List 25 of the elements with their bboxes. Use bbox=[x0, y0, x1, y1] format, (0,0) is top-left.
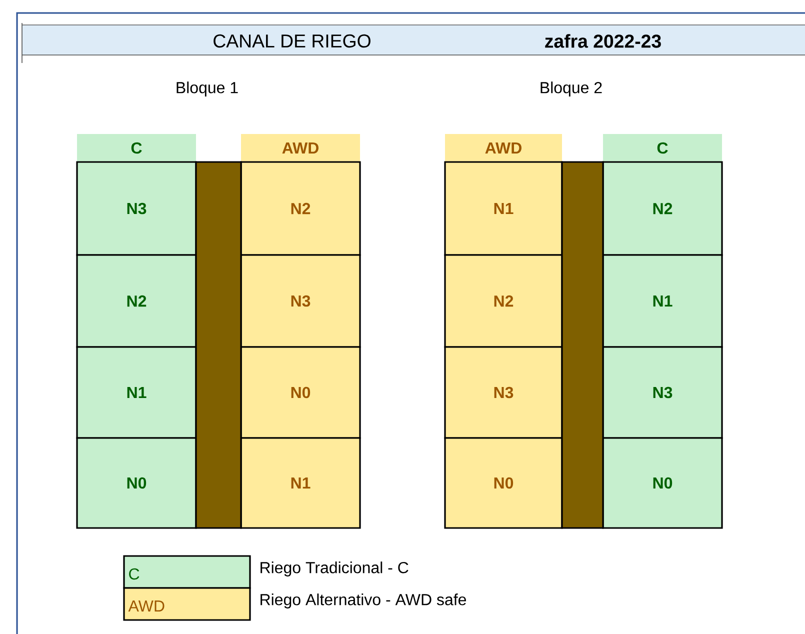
plot-cell: N1 bbox=[76, 346, 197, 439]
channel-bar bbox=[561, 161, 604, 529]
plot-cell: N2 bbox=[444, 254, 563, 348]
swatch-label: C bbox=[129, 568, 140, 580]
column-header: C bbox=[603, 134, 722, 162]
block-title: Bloque 2 bbox=[540, 82, 602, 96]
plot-cell: N0 bbox=[602, 437, 723, 529]
plot-cell: N3 bbox=[240, 254, 361, 348]
column-header: C bbox=[77, 134, 196, 162]
column-header: AWD bbox=[445, 134, 562, 162]
plot-cell: N0 bbox=[444, 437, 563, 529]
column-header: AWD bbox=[241, 134, 360, 162]
plot-cell: N3 bbox=[444, 346, 563, 439]
block-title: Bloque 1 bbox=[176, 82, 238, 96]
plot-cell: N0 bbox=[240, 346, 361, 439]
channel-bar bbox=[195, 161, 242, 529]
title-band: CANAL DE RIEGO zafra 2022-23 bbox=[22, 22, 805, 64]
plot-cell: N1 bbox=[602, 254, 723, 348]
plot-cell: N1 bbox=[240, 437, 361, 529]
legend-text: Riego Tradicional - C bbox=[260, 562, 408, 576]
swatch-label: AWD bbox=[128, 600, 164, 612]
plot-cell: N2 bbox=[76, 254, 197, 348]
legend-text: Riego Alternativo - AWD safe bbox=[260, 594, 466, 608]
plot-cell: N0 bbox=[76, 437, 197, 529]
plot-cell: N3 bbox=[602, 346, 723, 439]
